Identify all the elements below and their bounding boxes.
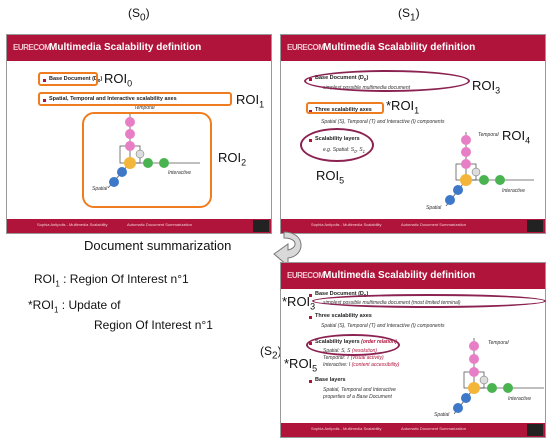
bullet-icon	[309, 380, 312, 383]
roi1-update-label: *ROI1	[386, 98, 420, 116]
slide-label-s1: (S1)	[398, 6, 420, 24]
bullet-icon	[43, 99, 46, 102]
sub-interactive: Interactive: I (content accessibility)	[323, 362, 400, 368]
eurecom-logo: EURECOM	[287, 271, 325, 280]
bullet-three-axes: Three scalability axes	[315, 313, 372, 319]
sub-components: Spatial (S), Temporal (T) and Interactiv…	[321, 323, 445, 329]
slide-header	[7, 35, 271, 61]
slide-header	[281, 35, 545, 61]
eurecom-logo: EURECOM	[287, 43, 325, 52]
axis-temporal-label: Temporal	[488, 340, 509, 346]
bullet-icon	[309, 316, 312, 319]
summarization-label: Document summarization	[84, 238, 232, 253]
roi4-label: ROI4	[502, 128, 531, 146]
bullet-scalability-axes: Spatial, Temporal and Interactive scalab…	[49, 96, 177, 102]
roi5-update-ellipse	[306, 334, 400, 356]
legend-roi: ROI1 : Region Of Interest n°1	[34, 272, 189, 289]
roi0-box	[38, 72, 98, 86]
bullet-icon	[309, 110, 312, 113]
roi2-label: ROI2	[218, 150, 247, 168]
bullet-icon	[43, 79, 46, 82]
roi1-box	[38, 92, 232, 106]
footer-logo-icon	[253, 220, 269, 232]
axis-interactive-label: Interactive	[508, 396, 532, 402]
roi3-ellipse	[304, 70, 470, 92]
slide-title: Multimedia Scalability definition	[49, 42, 202, 53]
slide-s0: EURECOM Multimedia Scalability definitio…	[6, 34, 272, 234]
axis-temporal-label: Temporal	[134, 105, 155, 111]
slide-label-s0: (S0)	[128, 6, 150, 24]
roi3-label: ROI3	[472, 78, 501, 96]
axis-temporal-label: Temporal	[478, 132, 499, 138]
sub-components: Spatial (S), Temporal (T) and Interactiv…	[321, 119, 445, 125]
roi2-box	[82, 112, 212, 208]
legend-roi-update: *ROI1 : Update of	[28, 298, 121, 315]
slide-label-s2: (S2)	[260, 344, 282, 362]
bullet-base-document: Base Document (D0)	[49, 76, 103, 84]
roi5-ellipse	[300, 128, 374, 162]
bullet-icon	[309, 294, 312, 297]
sub-base-layers-2: properties of a Base Document	[323, 394, 392, 400]
footer-logo-icon	[527, 424, 543, 436]
axis-spatial-label: Spatial	[92, 186, 108, 192]
slide-footer: Sophia Antipolis - Multimedia Scalabilit…	[7, 219, 271, 233]
roi3-update-label: *ROI3	[282, 294, 316, 312]
roi0-label: ROI0	[104, 71, 133, 89]
summarization-arrow-icon	[273, 231, 302, 268]
sub-base-layers-1: Spatial, Temporal and Interactive	[323, 387, 396, 393]
legend-roi-update-line2: Region Of Interest n°1	[94, 318, 213, 332]
slide-header	[281, 263, 545, 289]
scalability-cube-s1	[445, 132, 534, 207]
roi3-update-ellipse	[312, 294, 546, 308]
axis-spatial-label: Spatial	[426, 205, 442, 211]
eurecom-logo: EURECOM	[13, 43, 51, 52]
roi5-label: ROI5	[316, 168, 345, 186]
sub-temporal: Temporal: T (visual activity)	[323, 355, 384, 361]
axis-interactive-label: Interactive	[502, 188, 526, 194]
scalability-cube-s2	[453, 338, 544, 415]
slide-footer: Sophia Antipolis - Multimedia Scalabilit…	[281, 219, 545, 233]
roi1-update-box	[306, 102, 384, 114]
scalability-cube-s0	[107, 114, 200, 189]
axis-spatial-label: Spatial	[434, 412, 450, 418]
slide-title: Multimedia Scalability definition	[323, 270, 476, 281]
axis-interactive-label: Interactive	[168, 170, 192, 176]
footer-logo-icon	[527, 220, 543, 232]
bullet-three-axes: Three scalability axes	[315, 107, 372, 113]
slide-title: Multimedia Scalability definition	[323, 42, 476, 53]
slide-footer: Sophia Antipolis - Multimedia Scalabilit…	[281, 423, 545, 437]
roi5-update-label: *ROI5	[284, 356, 318, 374]
roi1-label: ROI1	[236, 92, 265, 110]
bullet-base-layers: Base layers	[315, 377, 346, 383]
